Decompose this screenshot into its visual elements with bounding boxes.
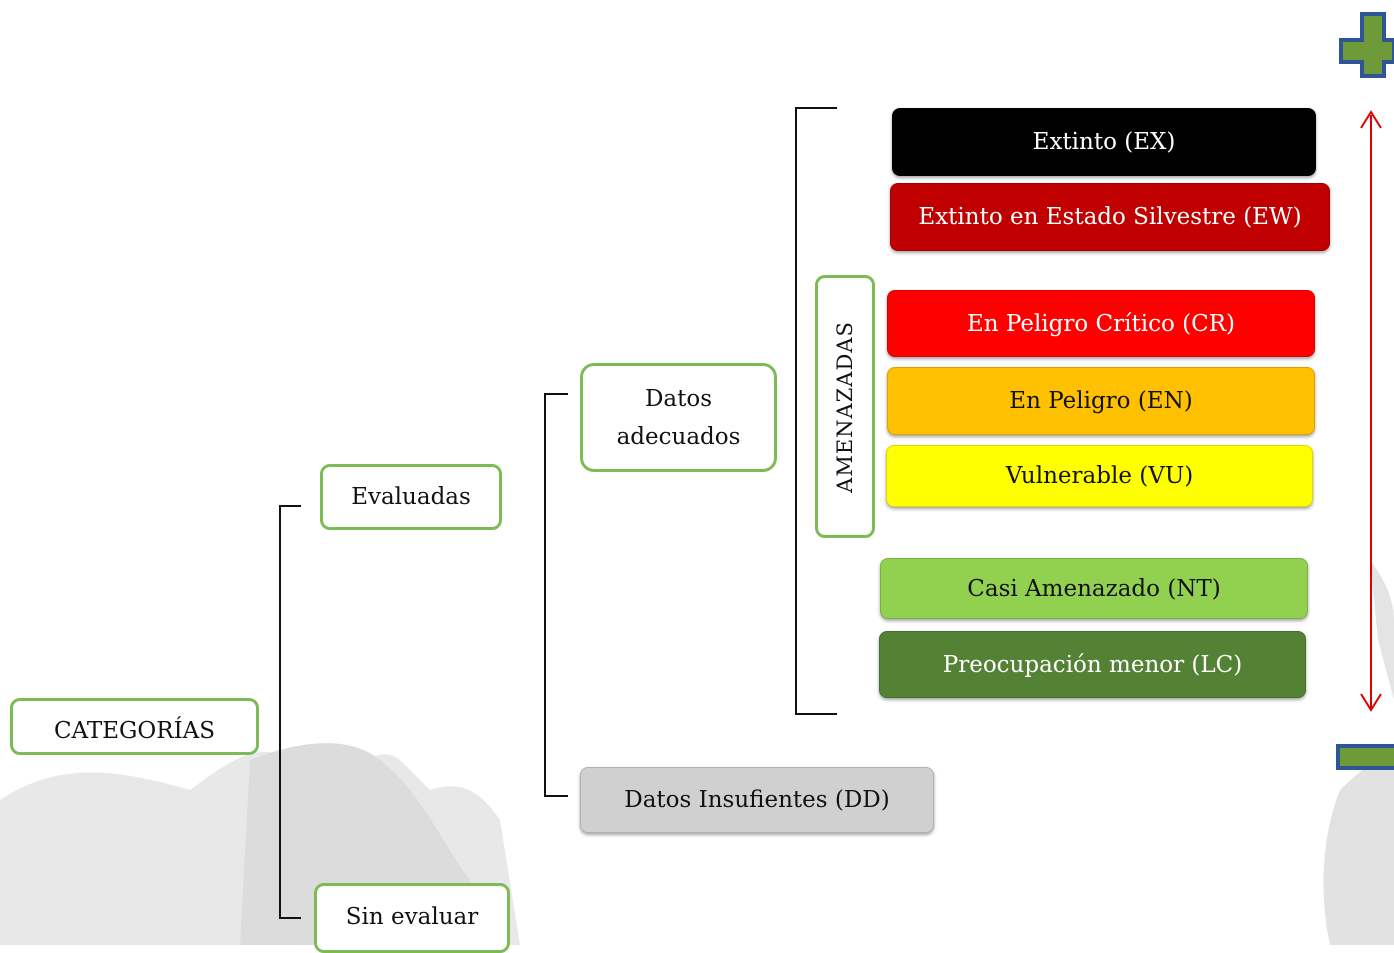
evaluated-node: Evaluadas <box>320 464 502 530</box>
category-ex: Extinto (EX) <box>892 108 1316 176</box>
category-en-label: En Peligro (EN) <box>1009 388 1193 414</box>
category-ex-label: Extinto (EX) <box>1032 129 1176 155</box>
threatened-label-text: AMENAZADAS <box>833 320 857 493</box>
adequate-data-label: Datos adecuados <box>616 385 741 450</box>
not-evaluated-node: Sin evaluar <box>314 883 510 953</box>
category-lc-label: Preocupación menor (LC) <box>942 651 1243 678</box>
insufficient-data-node: Datos Insufientes (DD) <box>580 767 934 833</box>
bracket-evaluated <box>544 393 568 797</box>
category-ew-label: Extinto en Estado Silvestre (EW) <box>918 204 1302 230</box>
category-lc: Preocupación menor (LC) <box>879 631 1306 698</box>
insufficient-data-label: Datos Insufientes (DD) <box>624 787 890 813</box>
not-evaluated-label: Sin evaluar <box>345 904 479 930</box>
category-vu-label: Vulnerable (VU) <box>1005 463 1194 489</box>
root-node: CATEGORÍAS <box>10 698 259 755</box>
bracket-root <box>279 505 301 919</box>
category-ew: Extinto en Estado Silvestre (EW) <box>890 183 1330 251</box>
category-nt: Casi Amenazado (NT) <box>880 558 1308 619</box>
threatened-group-label: AMENAZADAS <box>815 275 875 538</box>
category-nt-label: Casi Amenazado (NT) <box>967 575 1221 602</box>
category-en: En Peligro (EN) <box>887 367 1315 435</box>
category-cr: En Peligro Crítico (CR) <box>887 290 1315 357</box>
root-label: CATEGORÍAS <box>53 718 216 744</box>
bracket-adequate <box>795 107 837 715</box>
category-cr-label: En Peligro Crítico (CR) <box>966 310 1235 337</box>
category-vu: Vulnerable (VU) <box>886 445 1313 507</box>
evaluated-label: Evaluadas <box>351 484 471 510</box>
adequate-data-node: Datos adecuados <box>580 363 777 472</box>
